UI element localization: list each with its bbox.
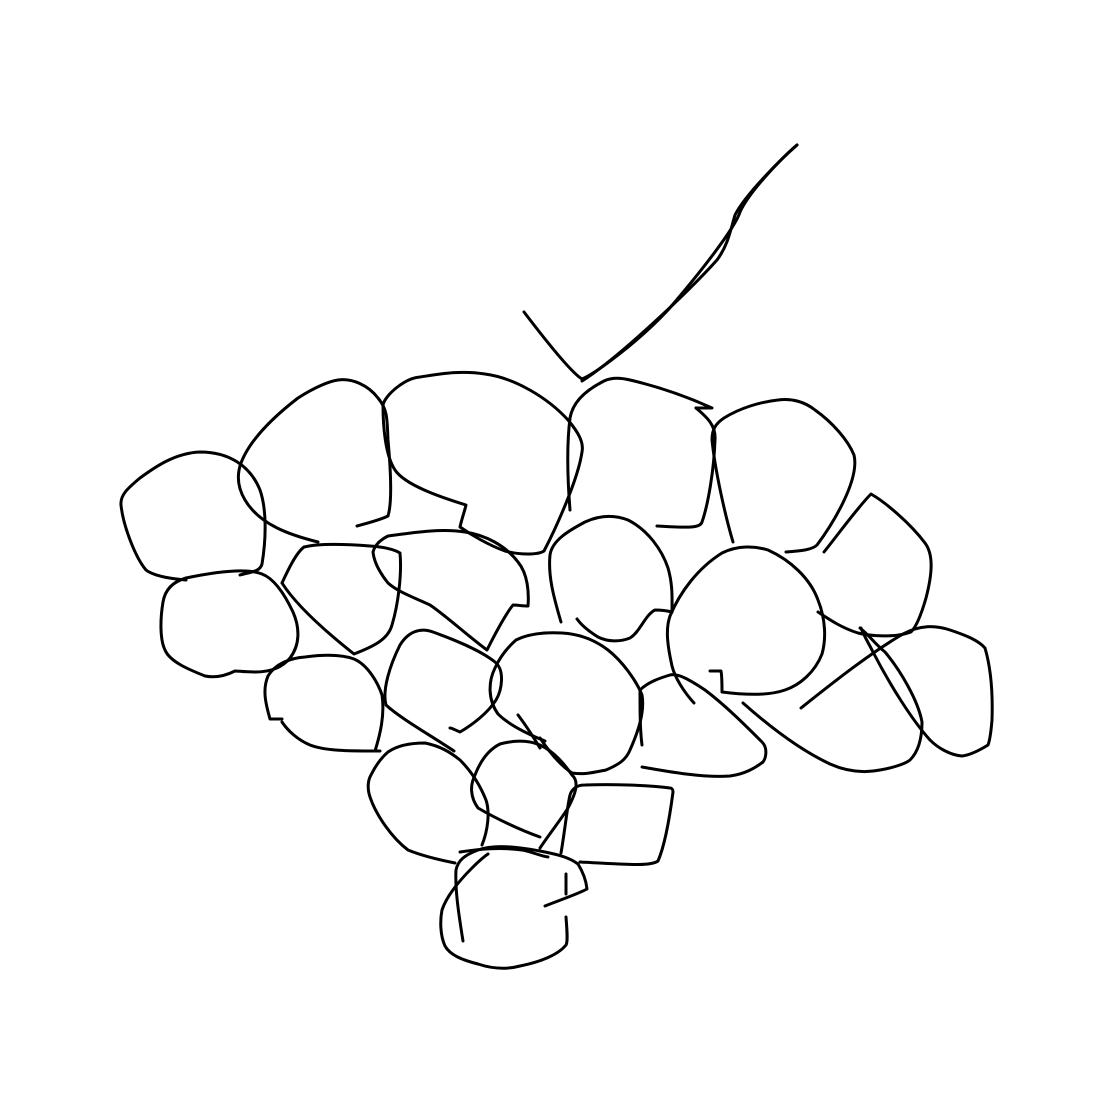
grape-stroke	[236, 378, 393, 544]
grape-stroke	[470, 739, 578, 850]
stem-stroke	[580, 143, 799, 383]
grape-stroke	[710, 398, 857, 554]
grape-stroke	[566, 376, 714, 512]
grape-stroke	[548, 515, 674, 643]
grape-stroke	[665, 545, 827, 705]
grape-stroke	[638, 673, 768, 778]
grape-stroke	[366, 741, 490, 865]
grape-stroke	[516, 713, 542, 750]
grape-stroke	[383, 628, 503, 753]
grape-stroke	[280, 542, 402, 656]
grape-stroke	[159, 569, 300, 679]
grape-stroke	[488, 631, 645, 776]
grape-stroke	[263, 653, 385, 753]
grape-stroke	[381, 370, 584, 556]
stem-stroke	[522, 143, 799, 381]
grape-stroke	[371, 529, 530, 652]
grape-stroke	[454, 845, 589, 943]
grape-stroke	[799, 625, 994, 758]
grape-stroke	[559, 783, 675, 867]
sketch-strokes	[119, 143, 994, 970]
grape-stroke	[439, 852, 569, 970]
grape-stroke	[816, 492, 933, 638]
grape-stroke	[655, 406, 717, 529]
grape-stroke	[741, 626, 924, 774]
grape-stroke	[119, 450, 267, 582]
